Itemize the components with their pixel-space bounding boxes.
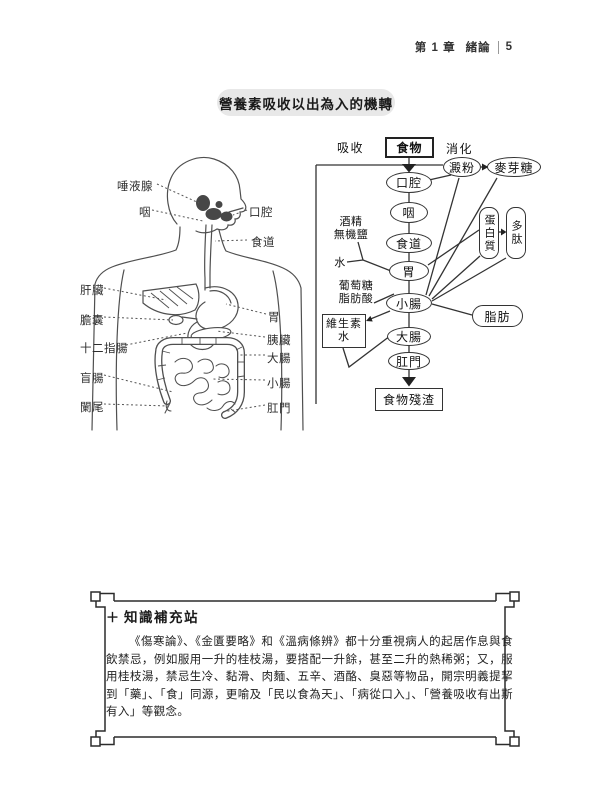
chapter-label: 第 1 章 [414,42,456,54]
flow-node-residue: 食物殘渣 [375,388,443,411]
header-divider [497,40,499,54]
plus-icon: ＋ [106,609,120,625]
label-appendix: 闌尾 [80,402,104,414]
label-liver: 肝臟 [80,285,104,297]
flow-node-stomach: 胃 [389,261,429,281]
section-label: 緒論 [465,42,491,54]
label-small-intestine: 小腸 [267,378,291,390]
label-oral-cavity: 口腔 [249,207,273,219]
label-pharynx: 咽 [139,207,151,219]
colon-drawing [154,337,245,419]
flow-node-pharynx: 咽 [390,202,428,223]
knowledge-box-title: ＋ 知識補充站 [106,606,199,626]
flow-node-peptide: 多肽 [506,207,526,259]
flow-label-glucose-fatty-acid: 葡萄糖 脂肪酸 [338,280,374,305]
flow-node-vitamin-water: 維生素 水 [322,314,366,348]
flow-node-protein: 蛋白質 [479,207,499,259]
label-pancreas: 胰臟 [267,335,291,347]
flow-node-oral-cavity: 口腔 [386,172,432,193]
flow-label-alcohol-salts: 酒精 無機鹽 [333,216,369,241]
flow-node-maltose: 麥芽糖 [487,157,541,177]
page-number: 5 [505,41,513,53]
label-gallbladder: 膽囊 [80,315,104,327]
flowchart-arrowheads [366,163,507,387]
page-header: 第 1 章 緒論 5 [415,39,513,55]
flow-node-large-intestine: 大腸 [387,327,431,346]
flow-node-food: 食物 [385,137,434,158]
label-large-intestine: 大腸 [267,353,291,365]
flow-node-starch: 澱粉 [443,157,481,177]
label-cecum: 盲腸 [80,373,104,385]
flow-node-anus: 肛門 [388,352,430,370]
label-anus: 肛門 [267,403,291,415]
knowledge-title-text: 知識補充站 [124,610,200,625]
flow-node-esophagus: 食道 [386,233,432,253]
flow-absorption-label: 吸收 [337,141,365,155]
liver-hatching [150,286,194,309]
knowledge-box-border [90,591,520,747]
flowchart-lines [315,158,507,404]
flow-node-small-intestine: 小腸 [386,293,432,313]
label-leader-lines [103,183,267,413]
salivary-glands-drawing [196,195,233,222]
label-esophagus: 食道 [251,237,275,249]
flow-label-water: 水 [334,257,346,269]
label-stomach: 胃 [268,312,280,324]
label-salivary-gland: 唾液腺 [117,181,153,193]
label-duodenum: 十二指腸 [80,343,128,355]
small-intestine-drawing [164,357,236,414]
flow-digestion-label: 消化 [446,142,474,156]
knowledge-box-body: 《傷寒論》、《金匱要略》和《溫病條辨》都十分重視病人的起居作息與食飲禁忌，例如服… [106,636,513,719]
section-title-pill: 營養素吸收以出為入的機轉 [217,89,395,116]
body-outline-drawing [91,157,304,431]
flow-node-fat: 脂肪 [472,305,523,327]
